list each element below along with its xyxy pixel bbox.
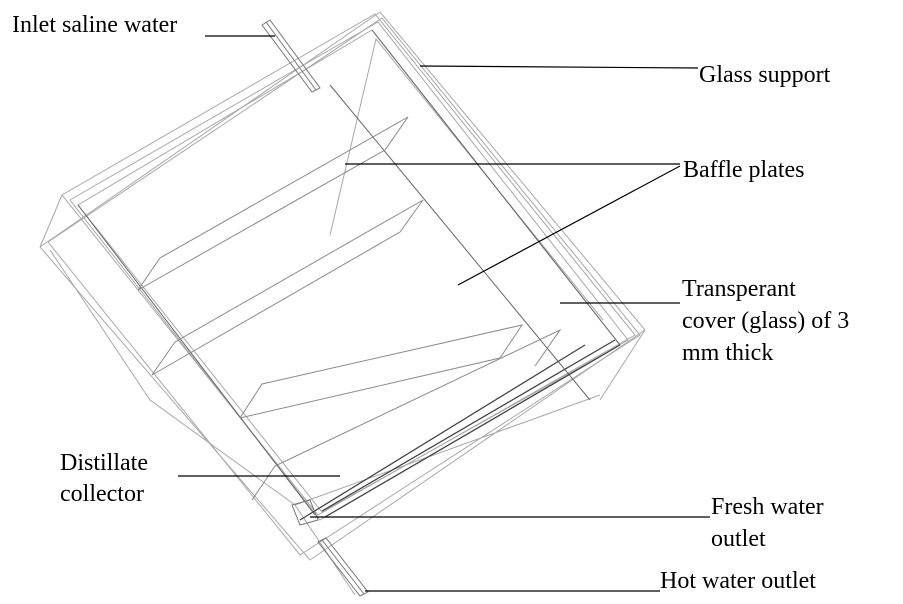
basin-inner-edge xyxy=(77,204,316,516)
label-hot-water-outlet: Hot water outlet xyxy=(660,568,816,594)
leader-baffle-2 xyxy=(457,165,681,286)
hot-water-outlet-pipe xyxy=(317,537,369,597)
distillate-collector-channel xyxy=(299,339,621,521)
basin-outer xyxy=(61,13,636,516)
label-cover-line1: Transperant xyxy=(682,276,796,302)
label-fresh-line2: outlet xyxy=(711,526,766,552)
label-distillate-line2: collector xyxy=(60,481,144,507)
label-glass-support: Glass support xyxy=(699,62,831,88)
fresh-water-outlet xyxy=(291,499,319,526)
label-cover-line2: cover (glass) of 3 xyxy=(682,308,850,334)
leader-lines xyxy=(178,35,710,592)
label-distillate-line1: Distillate xyxy=(60,450,148,476)
label-cover-line3: mm thick xyxy=(682,340,774,366)
baffle-plate xyxy=(151,199,424,376)
baffle-plate xyxy=(251,328,562,501)
leader-glass-support xyxy=(419,65,699,69)
label-inlet-saline-water: Inlet saline water xyxy=(12,12,178,38)
label-fresh-line1: Fresh water xyxy=(711,494,824,520)
baffle-plate xyxy=(239,324,524,419)
label-baffle-plates: Baffle plates xyxy=(683,157,805,183)
baffle-plate xyxy=(137,116,409,291)
baffle-plates xyxy=(137,116,562,501)
inlet-pipe xyxy=(261,19,321,93)
